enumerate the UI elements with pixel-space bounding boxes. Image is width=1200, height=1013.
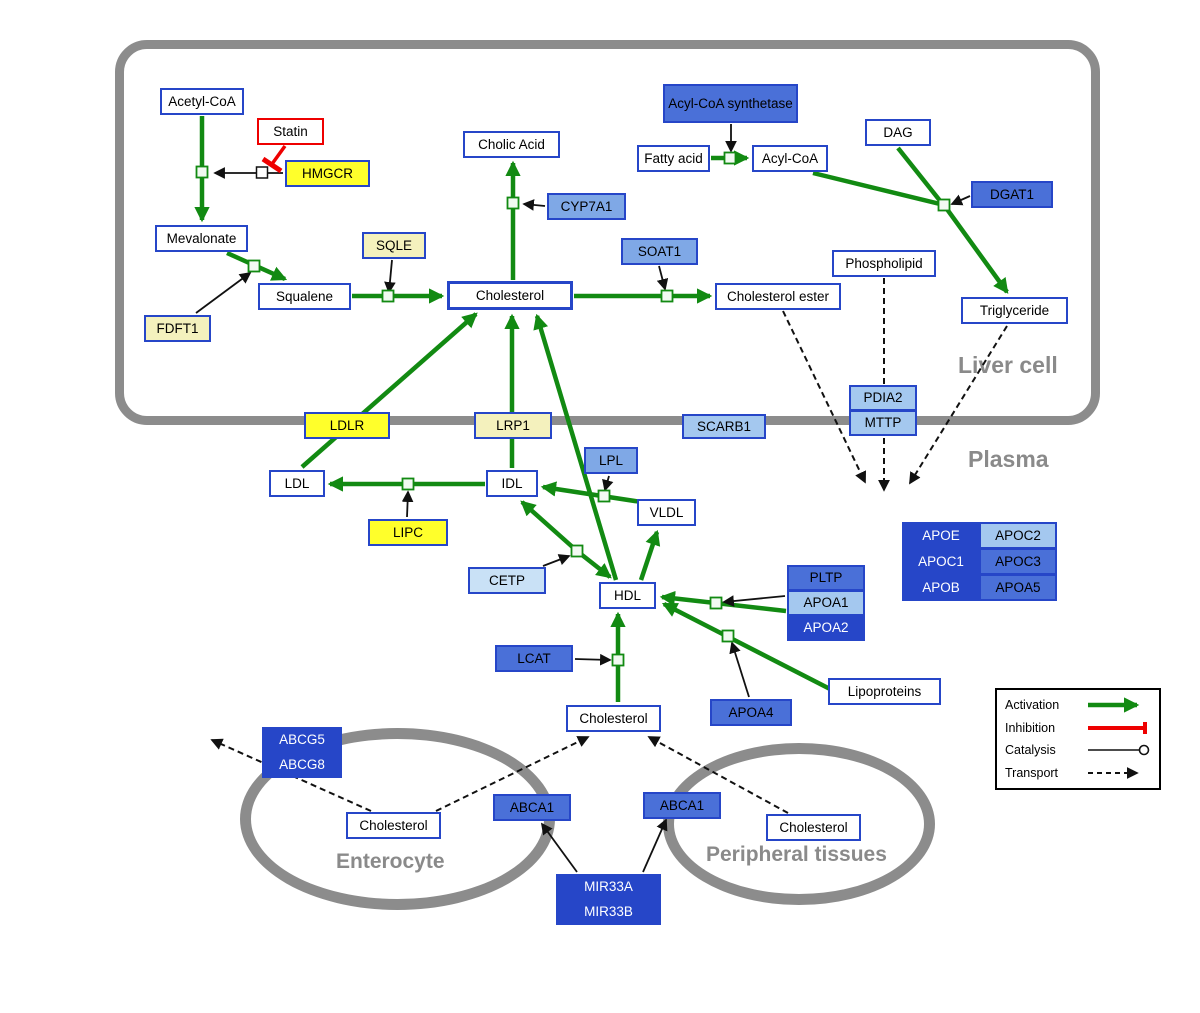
node-lcat[interactable]: LCAT (495, 645, 573, 672)
node-apoa1[interactable]: APOA1 (787, 590, 865, 616)
activation-arrow-icon (1088, 697, 1140, 713)
reaction-node (611, 653, 625, 667)
node-mttp[interactable]: MTTP (849, 410, 917, 436)
liver-cell-label: Liver cell (958, 352, 1058, 378)
node-ldl[interactable]: LDL (269, 470, 325, 497)
node-cholesterol-ester[interactable]: Cholesterol ester (715, 283, 841, 310)
node-apoa2[interactable]: APOA2 (787, 615, 865, 641)
reaction-node (597, 489, 611, 503)
node-lrp1[interactable]: LRP1 (474, 412, 552, 439)
enterocyte-label: Enterocyte (336, 850, 445, 873)
reaction-node (401, 477, 415, 491)
legend-catalysis-label: Catalysis (1005, 743, 1056, 758)
legend-activation-label: Activation (1005, 698, 1060, 712)
node-lpl[interactable]: LPL (584, 447, 638, 474)
node-mir33a[interactable]: MIR33A (556, 874, 661, 900)
node-abcg5[interactable]: ABCG5 (262, 727, 342, 753)
plasma-label: Plasma (968, 446, 1049, 472)
node-acyl-coa[interactable]: Acyl-CoA (752, 145, 828, 172)
edge-lipc-catalysis (401, 490, 414, 518)
liver-cell-compartment (115, 40, 1100, 425)
node-statin[interactable]: Statin (257, 118, 324, 145)
node-squalene[interactable]: Squalene (258, 283, 351, 310)
reaction-node (709, 596, 723, 610)
legend-box: Activation Inhibition Catalysis Transpor… (995, 688, 1161, 790)
node-cholesterol-liver[interactable]: Cholesterol (447, 281, 573, 310)
node-cyp7a1[interactable]: CYP7A1 (547, 193, 626, 220)
node-mevalonate[interactable]: Mevalonate (155, 225, 248, 252)
node-pltp[interactable]: PLTP (787, 565, 865, 591)
legend-activation: Activation (1005, 697, 1151, 713)
edge-hdl-vldl (638, 529, 661, 581)
node-acetyl-coa[interactable]: Acetyl-CoA (160, 88, 244, 115)
node-hmgcr[interactable]: HMGCR (285, 160, 370, 187)
node-triglyceride[interactable]: Triglyceride (961, 297, 1068, 324)
legend-catalysis: Catalysis (1005, 742, 1151, 758)
node-apoa4[interactable]: APOA4 (710, 699, 792, 726)
edge-cetp-hdl (575, 549, 612, 579)
node-pdia2[interactable]: PDIA2 (849, 385, 917, 411)
inhibition-bar-icon (1088, 721, 1147, 734)
edge-apoa4-catalysis (729, 641, 750, 698)
edge-lcat-catalysis (574, 653, 612, 666)
node-abca1-peripheral[interactable]: ABCA1 (643, 792, 721, 819)
node-phospholipid[interactable]: Phospholipid (832, 250, 936, 277)
edge-cetp-idl (520, 500, 579, 553)
legend-inhibition: Inhibition (1005, 720, 1151, 736)
node-fatty-acid[interactable]: Fatty acid (637, 145, 710, 172)
node-cholesterol-enterocyte[interactable]: Cholesterol (346, 812, 441, 839)
node-cholesterol-plasma[interactable]: Cholesterol (566, 705, 661, 732)
edge-lpl-catalysis (602, 475, 614, 492)
node-lipc[interactable]: LIPC (368, 519, 448, 546)
node-hdl[interactable]: HDL (599, 582, 656, 609)
node-mir33b[interactable]: MIR33B (556, 899, 661, 925)
peripheral-tissues-label: Peripheral tissues (706, 843, 887, 866)
node-acyl-coa-synthetase[interactable]: Acyl-CoA synthetase (663, 84, 798, 123)
edge-cetp-catalysis (542, 554, 571, 567)
node-idl[interactable]: IDL (486, 470, 538, 497)
node-apoa5[interactable]: APOA5 (979, 574, 1057, 601)
peripheral-tissues-compartment (663, 743, 935, 905)
node-apoc3[interactable]: APOC3 (979, 548, 1057, 575)
node-ldlr[interactable]: LDLR (304, 412, 390, 439)
node-apoe[interactable]: APOE (902, 522, 980, 549)
node-dgat1[interactable]: DGAT1 (971, 181, 1053, 208)
transport-arrow-icon (1088, 766, 1139, 779)
reaction-node (721, 629, 735, 643)
edge-vldl-idl (540, 481, 649, 506)
node-cholesterol-peripheral[interactable]: Cholesterol (766, 814, 861, 841)
legend-inhibition-label: Inhibition (1005, 720, 1056, 735)
node-apoc2[interactable]: APOC2 (979, 522, 1057, 549)
node-abca1-enterocyte[interactable]: ABCA1 (493, 794, 571, 821)
node-lipoproteins[interactable]: Lipoproteins (828, 678, 941, 705)
legend-transport: Transport (1005, 765, 1151, 781)
legend-transport-label: Transport (1005, 765, 1059, 780)
edge-apoa1-catalysis (722, 595, 786, 607)
node-cetp[interactable]: CETP (468, 567, 546, 594)
node-apob[interactable]: APOB (902, 574, 980, 601)
node-fdft1[interactable]: FDFT1 (144, 315, 211, 342)
reaction-node (570, 544, 584, 558)
node-scarb1[interactable]: SCARB1 (682, 414, 766, 439)
catalysis-circle-icon (1088, 745, 1150, 756)
node-soat1[interactable]: SOAT1 (621, 238, 698, 265)
node-cholic-acid[interactable]: Cholic Acid (463, 131, 560, 158)
node-apoc1[interactable]: APOC1 (902, 548, 980, 575)
node-sqle[interactable]: SQLE (362, 232, 426, 259)
node-vldl[interactable]: VLDL (637, 499, 696, 526)
edge-apoa-hdl (659, 590, 787, 614)
node-abcg8[interactable]: ABCG8 (262, 752, 342, 778)
node-dag[interactable]: DAG (865, 119, 931, 146)
